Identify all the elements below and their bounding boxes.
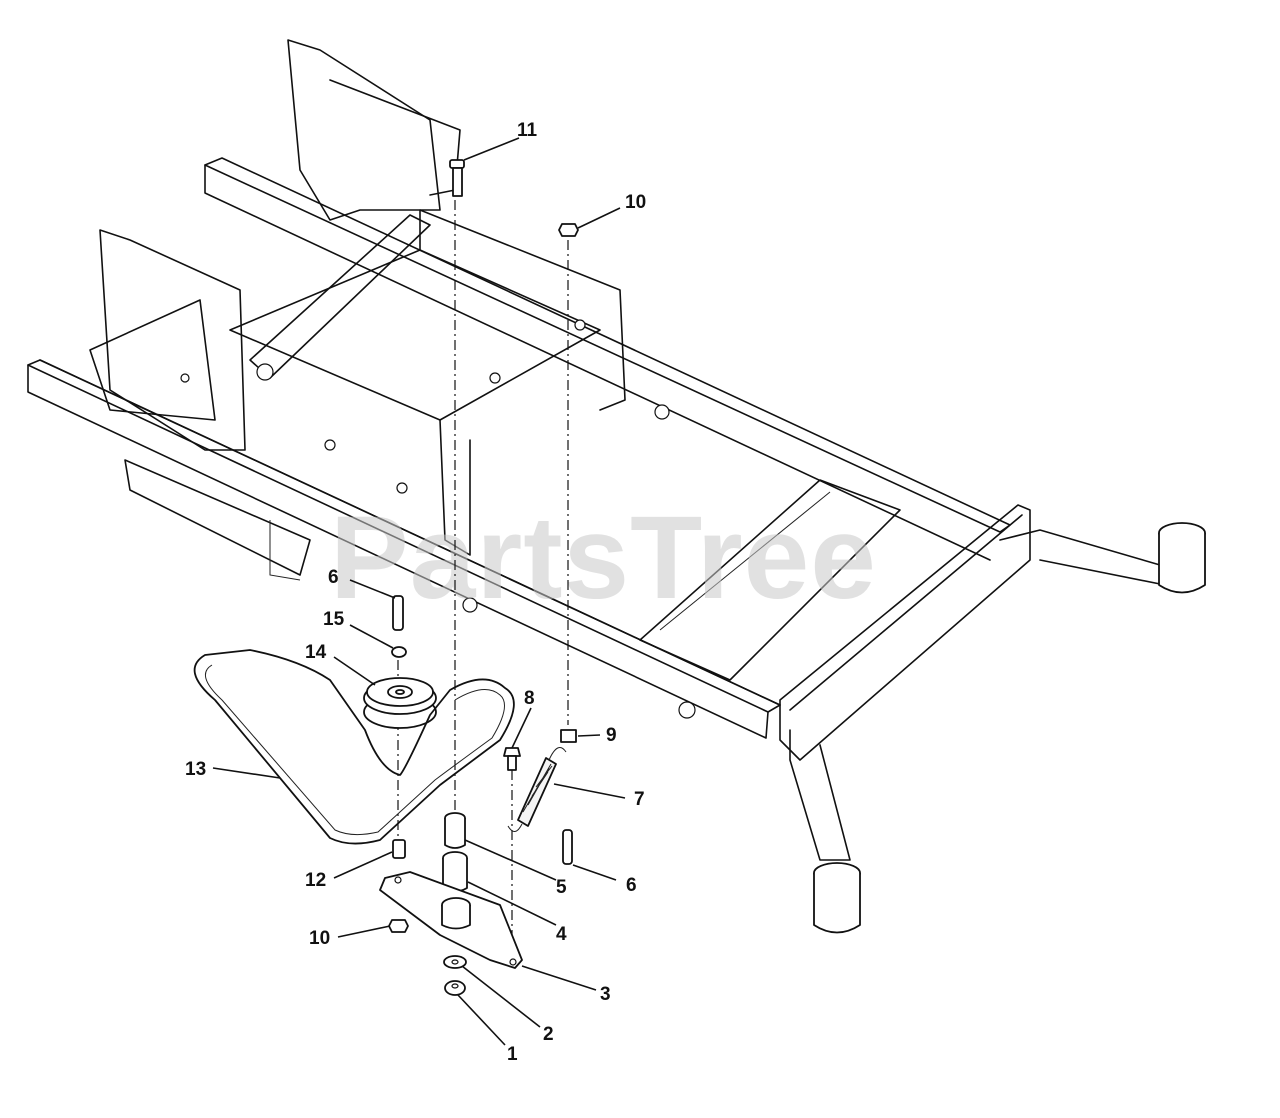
callout-labels: 11 10 6 15 14 13 8 9 7 5 6 12 4 10 3 2 1	[185, 120, 646, 1065]
part-6-pin-upper	[392, 595, 404, 631]
callout-12: 12	[305, 870, 326, 891]
callout-4: 4	[556, 924, 567, 945]
part-6-pin-lower	[562, 829, 573, 865]
part-1-nut	[444, 980, 466, 996]
leader-lines	[212, 137, 626, 1046]
callout-3: 3	[600, 984, 611, 1005]
part-8-shoulder-bolt	[503, 747, 521, 771]
part-13-belt	[193, 649, 515, 845]
part-12-spacer	[392, 839, 406, 859]
callout-1: 1	[507, 1044, 518, 1065]
callout-13: 13	[185, 759, 206, 780]
callout-15: 15	[323, 609, 345, 630]
callout-2: 2	[543, 1024, 554, 1045]
callout-10-bottom: 10	[309, 928, 330, 949]
part-11-bolt	[449, 159, 465, 197]
callout-6-lower: 6	[626, 875, 637, 896]
part-5-spacer	[444, 812, 466, 849]
part-9-bushing	[560, 729, 577, 743]
callout-9: 9	[606, 725, 617, 746]
callout-11: 11	[517, 120, 538, 141]
callout-14: 14	[305, 642, 327, 663]
callout-5: 5	[556, 877, 567, 898]
part-10-nut-top	[558, 223, 579, 237]
callout-7: 7	[634, 789, 645, 810]
mower-frame	[27, 39, 1206, 934]
watermark-text: PartsTree	[330, 492, 877, 624]
callout-10-top: 10	[625, 192, 646, 213]
alignment-lines	[397, 200, 569, 960]
part-7-spring	[507, 747, 567, 832]
part-10-nut-bottom	[388, 919, 409, 933]
part-3-idler-arm	[379, 871, 523, 969]
part-2-washer	[443, 955, 467, 969]
callout-6-upper: 6	[328, 567, 339, 588]
part-15-washer	[391, 646, 407, 658]
part-14-idler-pulley	[363, 677, 437, 729]
callout-8: 8	[524, 688, 535, 709]
